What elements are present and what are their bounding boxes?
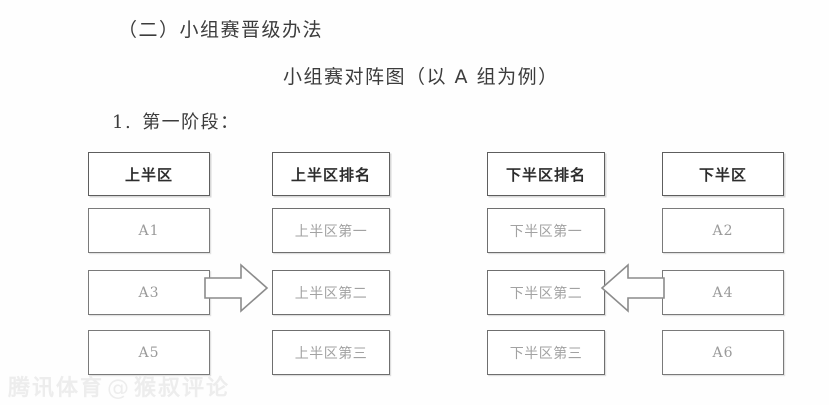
cell-a6: A6	[662, 330, 784, 375]
cell-label: 上半区第二	[294, 285, 368, 302]
column-header-label: 下半区	[698, 165, 747, 184]
cell-upper-rank-1: 上半区第一	[272, 208, 390, 253]
cell-label: 下半区第一	[509, 223, 583, 240]
stage-number: 1.	[112, 112, 133, 133]
cell-a2: A2	[662, 208, 784, 253]
column-header-label: 上半区	[124, 165, 173, 184]
cell-lower-rank-1: 下半区第一	[487, 208, 605, 253]
cell-a1: A1	[88, 208, 210, 253]
cell-label: A6	[712, 344, 734, 361]
watermark: 腾讯体育@猴叔评论	[8, 370, 230, 402]
cell-label: A3	[138, 284, 160, 301]
watermark-author: 猴叔评论	[134, 376, 231, 401]
cell-label: A1	[138, 222, 160, 239]
column-header-upper-half-teams: 上半区	[88, 152, 210, 196]
cell-label: 上半区第一	[294, 223, 368, 240]
cell-lower-rank-3: 下半区第三	[487, 330, 605, 375]
stage-heading: 1. 第一阶段：	[112, 108, 240, 134]
cell-a3: A3	[88, 270, 210, 315]
column-header-upper-half-ranking: 上半区排名	[272, 152, 390, 196]
column-header-lower-half-teams: 下半区	[662, 152, 784, 196]
cell-a4: A4	[662, 270, 784, 315]
column-header-label: 上半区排名	[290, 165, 371, 184]
cell-label: A5	[138, 344, 160, 361]
cell-label: 上半区第三	[294, 345, 368, 362]
watermark-at: @	[107, 376, 132, 401]
column-header-lower-half-ranking: 下半区排名	[487, 152, 605, 196]
cell-lower-rank-2: 下半区第二	[487, 270, 605, 315]
cell-label: 下半区第三	[509, 345, 583, 362]
stage-label: 第一阶段：	[142, 112, 240, 133]
section-heading: （二）小组赛晋级办法	[118, 19, 324, 41]
cell-label: A2	[712, 222, 734, 239]
column-header-label: 下半区排名	[505, 165, 586, 184]
cell-label: 下半区第二	[509, 285, 583, 302]
chart-title: 小组赛对阵图（以 A 组为例）	[283, 66, 559, 88]
watermark-source: 腾讯体育	[8, 376, 105, 401]
cell-a5: A5	[88, 330, 210, 375]
arrow-right-icon	[203, 262, 269, 314]
cell-upper-rank-3: 上半区第三	[272, 330, 390, 375]
cell-upper-rank-2: 上半区第二	[272, 270, 390, 315]
cell-label: A4	[712, 284, 734, 301]
arrow-left-icon	[600, 262, 666, 314]
